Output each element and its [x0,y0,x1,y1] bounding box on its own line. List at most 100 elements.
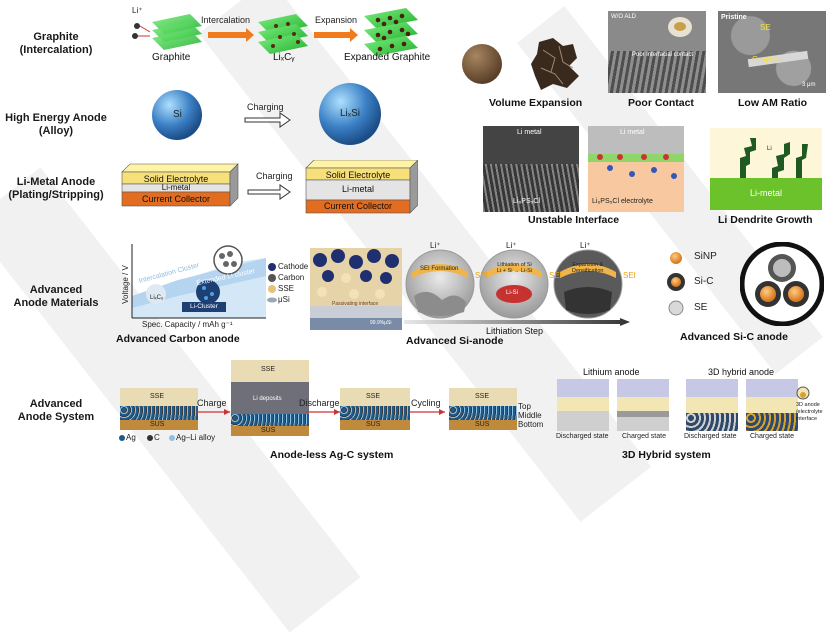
li-plus-2: Li⁺ [506,241,517,250]
graphite-row-diagram [132,8,418,56]
lisi-label: Li-Si [506,290,519,296]
carbon-anode-chart: Voltage / V Intercalation Cluster Extend… [118,240,268,330]
charging-arrow [244,112,291,128]
li-dendrite-caption: Li Dendrite Growth [718,214,813,226]
si-legend-icons [267,263,277,303]
unstable-interface-caption: Unstable Interface [528,214,620,226]
row-label-materials: Advanced Anode Materials [13,284,99,309]
lixsi-label: LiₓSi [340,108,360,119]
li-dendrite-image: Li Li-metal [710,128,822,210]
legend-cathode: Cathode [278,262,309,271]
li-metal-left: Li-metal [161,183,191,192]
sei-formation-label: SEI Formation [420,266,459,272]
unstable-interface-schematic: Li metal Li₆PS₅Cl electrolyte [588,126,684,212]
expanded-graphite-sheets [364,8,418,56]
sei-label-3: SEI [623,271,636,280]
row-label-graphite: Graphite (Intercalation) [19,31,93,56]
hybrid-cell-1 [557,379,609,431]
agc-cell-4: SSE SUS [449,388,517,430]
lithiation-bubble-label: Lithiation of Si Li + Si → Li-Si [497,262,532,274]
legend-usi: μSi [278,295,290,304]
hybrid-system-caption: 3D Hybrid system [622,449,711,461]
si-anode-cell: Passivating interface 99.9%μSi [310,248,402,330]
si-sphere [152,90,202,140]
charged-label-1: Charged state [622,433,666,440]
hybrid-anode-title: 3D hybrid anode [708,367,775,377]
current-collector-left: Current Collector [141,194,211,204]
solid-electrolyte-right: Solid Electrolyte [325,170,391,180]
intercalation-label: Intercalation [201,15,251,25]
sic-anode-caption: Advanced Si-C anode [680,331,788,343]
sei-label-1: SEI [475,271,488,280]
anode-interface-label: 3D anode /electrolyte interface [796,402,823,422]
legend-c: C [154,433,160,442]
intercalation-arrow [208,28,254,42]
sic-label: Si-C [694,276,714,287]
lithiation-step-arrow [404,318,630,326]
charged-label-2: Charged state [750,433,794,440]
lixcy-caption: LiₓCᵧ [273,52,295,63]
sic-particle [740,242,824,326]
discharged-label-2: Discharged state [684,433,737,440]
legend-agli: Ag–Li alloy [176,433,216,442]
sei-label-2: SEI [549,271,562,280]
si-lithiation-steps [405,249,623,319]
discharge-label: Discharge [299,398,340,408]
svg-text:Li-metal: Li-metal [750,188,782,198]
volume-expansion-image [462,38,579,90]
lithiation-step-label: Lithiation Step [486,326,544,336]
charging-label-limetal: Charging [256,171,293,181]
agc-cell-1: SSE SUS [120,388,198,430]
svg-text:Li: Li [767,146,772,152]
li-plus-1: Li⁺ [430,241,441,250]
interface-zoom-icon [796,386,810,400]
agc-cell-3: SSE SUS [340,388,410,430]
row-label-alloy: High Energy Anode (Alloy) [5,112,107,137]
expansion-arrow [314,28,358,42]
top-label: Top [518,402,531,411]
discharged-label-1: Discharged state [556,433,609,440]
graphite-caption: Graphite [152,52,191,63]
solid-electrolyte-left: Solid Electrolyte [143,174,209,184]
limetal-diagram [121,160,418,214]
si-label: Si [173,109,182,120]
lixcy-sheets [258,14,308,54]
li-metal-right: Li-metal [341,184,374,194]
charging-label-alloy: Charging [247,102,284,112]
discharge-arrow [306,409,340,415]
low-am-ratio-image: Pristine SE Graphite 3 μm [718,11,826,93]
volume-expansion-caption: Volume Expansion [489,97,583,109]
middle-label: Middle [518,411,542,420]
row-label-system: Advanced Anode System [17,398,95,423]
legend-sse: SSE [278,284,295,293]
li-plus-3: Li⁺ [580,241,591,250]
hybrid-cell-4 [746,379,798,431]
li-ion-label: Li⁺ [132,6,143,15]
lixsi-sphere [319,83,381,145]
agc-legend-icons [119,435,175,441]
agc-system-caption: Anode-less Ag-C system [270,449,394,461]
se-label: SE [694,302,708,313]
expansion-bubble-label: Expansion & Densification [572,262,604,274]
bottom-label: Bottom [518,420,544,429]
alloy-diagram [152,83,381,145]
poor-contact-caption: Poor Contact [628,97,694,109]
legend-ag: Ag [126,433,136,442]
expanded-graphite-caption: Expanded Graphite [344,52,431,63]
low-am-ratio-caption: Low AM Ratio [738,97,808,109]
li-ion-icon [132,23,151,39]
legend-carbon: Carbon [278,273,305,282]
si-anode-caption: Advanced Si-anode [406,335,504,347]
carbon-anode-caption: Advanced Carbon anode [116,333,240,345]
lithium-anode-title: Lithium anode [583,367,640,377]
unstable-interface-sem: Li metal Li₆PS₅Cl [483,126,579,212]
poor-contact-image: W/O ALD Poor interfacial contact [608,11,706,93]
hybrid-cell-3 [686,379,738,431]
charge-label: Charge [197,398,227,408]
hybrid-cell-2 [617,379,669,431]
row-label-limetal: Li-Metal Anode (Plating/Stripping) [8,176,104,201]
expansion-label: Expansion [315,15,358,25]
current-collector-right: Current Collector [323,201,393,211]
sic-legend-icons [667,252,685,316]
graphite-sheets [152,14,202,50]
